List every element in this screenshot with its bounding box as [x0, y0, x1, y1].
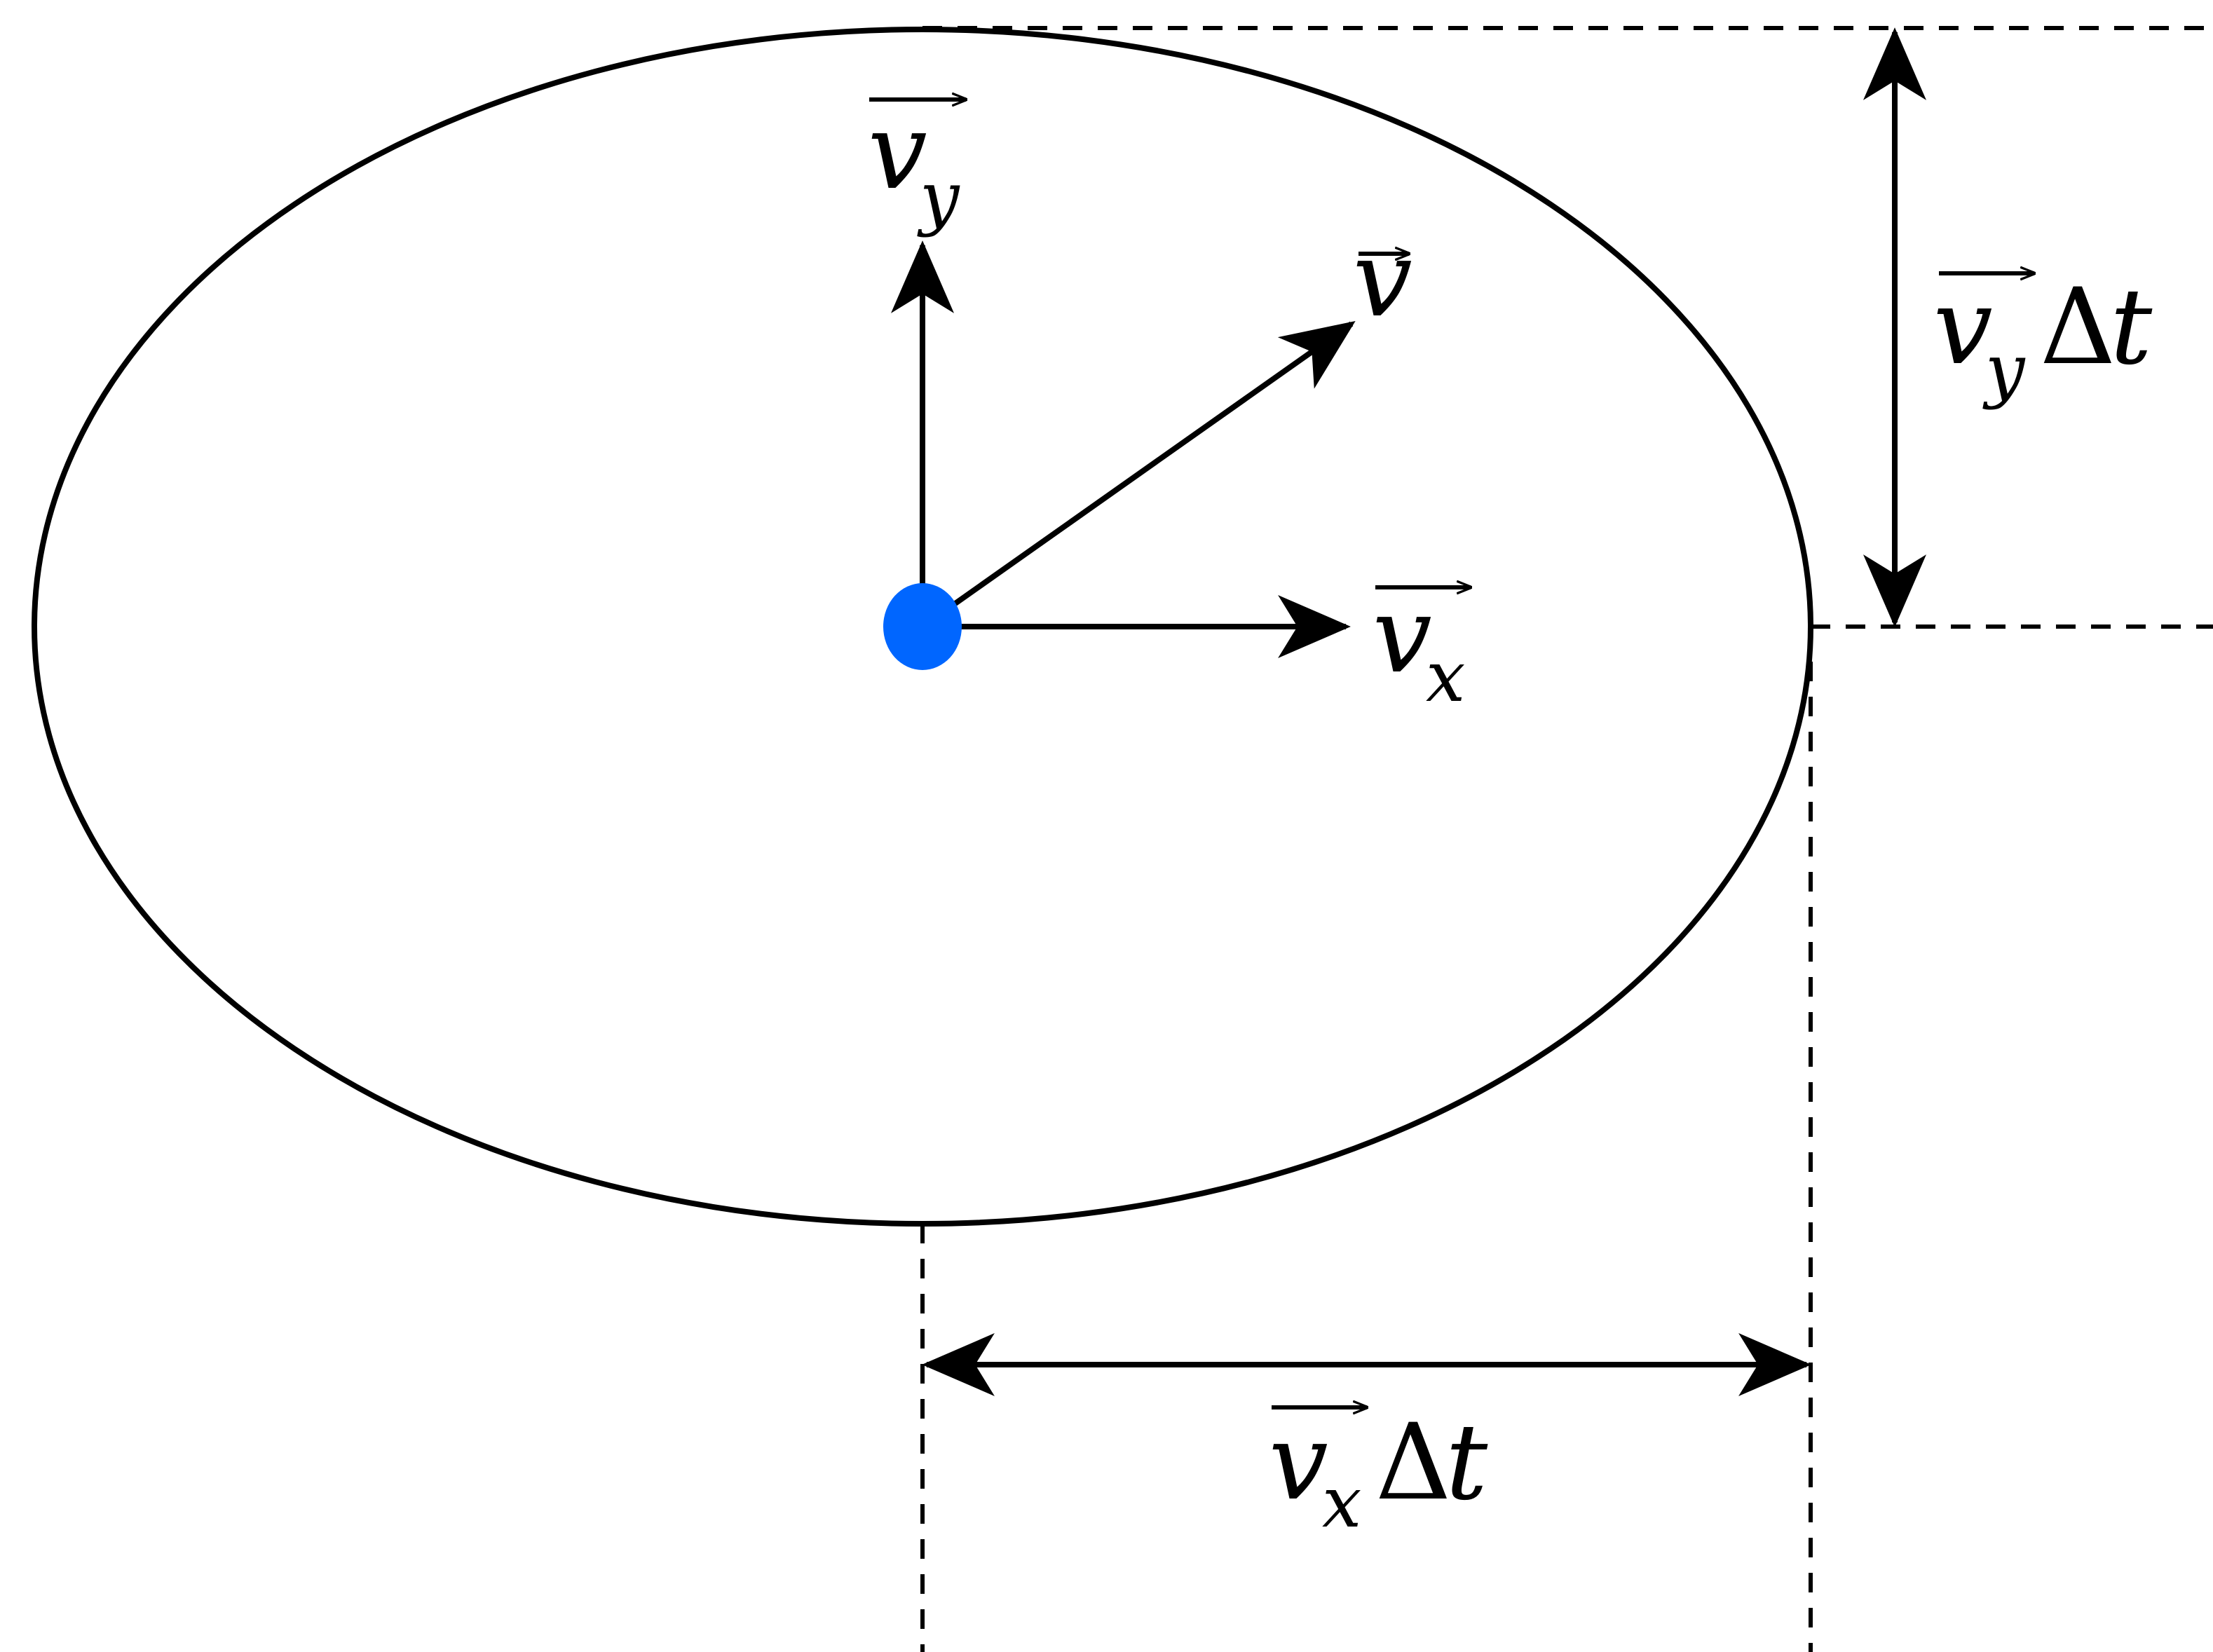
label-v: v — [1353, 219, 1412, 341]
label-vx-dt: v x Δ t — [1269, 1402, 1488, 1543]
particle-dot — [883, 583, 962, 670]
label-vy-sub: y — [917, 156, 960, 238]
label-vx-sub: x — [1426, 636, 1465, 718]
label-vy-dt-delta: Δ — [2040, 266, 2116, 388]
label-vx-base: v — [1373, 575, 1432, 697]
label-vx-dt-delta: Δ — [1375, 1402, 1451, 1524]
label-vy-dt-t: t — [2110, 266, 2153, 388]
label-vx-dt-sub: x — [1322, 1461, 1361, 1543]
v-vector-arrow — [920, 321, 1356, 629]
label-vy-dt-sub: y — [1982, 329, 2026, 411]
label-vy-base: v — [868, 91, 927, 213]
label-v-base: v — [1353, 219, 1412, 341]
label-vy: v y — [868, 91, 966, 238]
label-vx-dt-t: t — [1445, 1402, 1488, 1524]
label-vy-dt-base: v — [1933, 266, 1993, 388]
label-vx-dt-base: v — [1269, 1402, 1328, 1524]
label-vx: v x — [1373, 575, 1471, 718]
label-vy-dt: v y Δ t — [1933, 266, 2153, 411]
